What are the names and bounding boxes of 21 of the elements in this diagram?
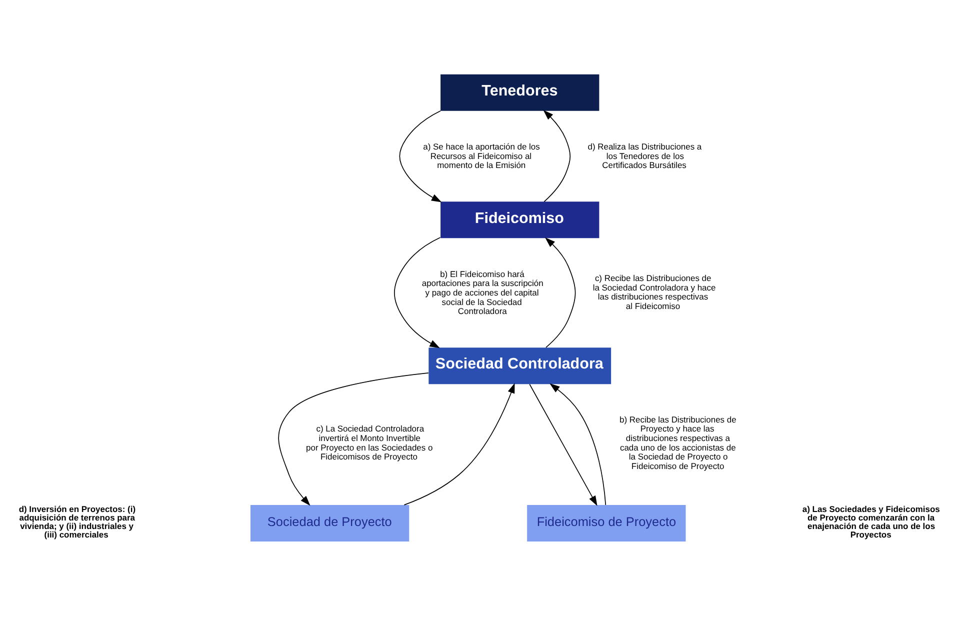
arrow [399, 110, 442, 202]
node-box: Tenedores [440, 74, 600, 111]
arrow [404, 382, 515, 506]
label: d) Inversión en Proyectos: (i) adquisición de terrenos para vivienda; y (ii) industriales y (iii) comerciales [18, 504, 136, 540]
node-box: Sociedad de Proyecto [250, 505, 410, 542]
arrow [543, 110, 571, 202]
edge-label: c) Recibe las Distribuciones de la Sociedad Controladora y hace las distribuciones respectivas al Fideicomiso [592, 273, 716, 311]
arrow [394, 237, 441, 348]
edge-label: b) El Fideicomiso hará aportaciones para la suscripción y pago de acciones del capital social de la Sociedad Controladora [422, 268, 544, 316]
edge-label: b) Recibe las Distribuciones de Proyecto y hace las distribuciones respectivas a cada uno de los accionistas de la Sociedad de Proyecto o Fideicomiso de Proyecto [620, 414, 736, 471]
node-box: Fideicomiso de Proyecto [527, 505, 686, 542]
node-box: Sociedad Controladora [428, 348, 612, 384]
edge-label: a) Se hace la aportación de los Recursos al Fideicomiso al momento de la Emisión [423, 141, 540, 170]
arrow [278, 372, 429, 506]
edge-label: d) Realiza las Distribuciones a los Tenedores de los Certificados Bursátiles [588, 141, 702, 170]
arrow [529, 384, 598, 506]
label: a) Las Sociedades y Fideicomisos de Proyecto comenzarán con la enajenación de cada uno de los Proyectos [802, 504, 940, 540]
arrow [545, 237, 576, 348]
node-box: Fideicomiso [440, 202, 600, 238]
edge-label: c) La Sociedad Controladora invertirá el Monto Invertible por Proyecto en las Sociedades o Fideicomisos de Proyecto [306, 424, 433, 462]
arrow [550, 383, 606, 506]
